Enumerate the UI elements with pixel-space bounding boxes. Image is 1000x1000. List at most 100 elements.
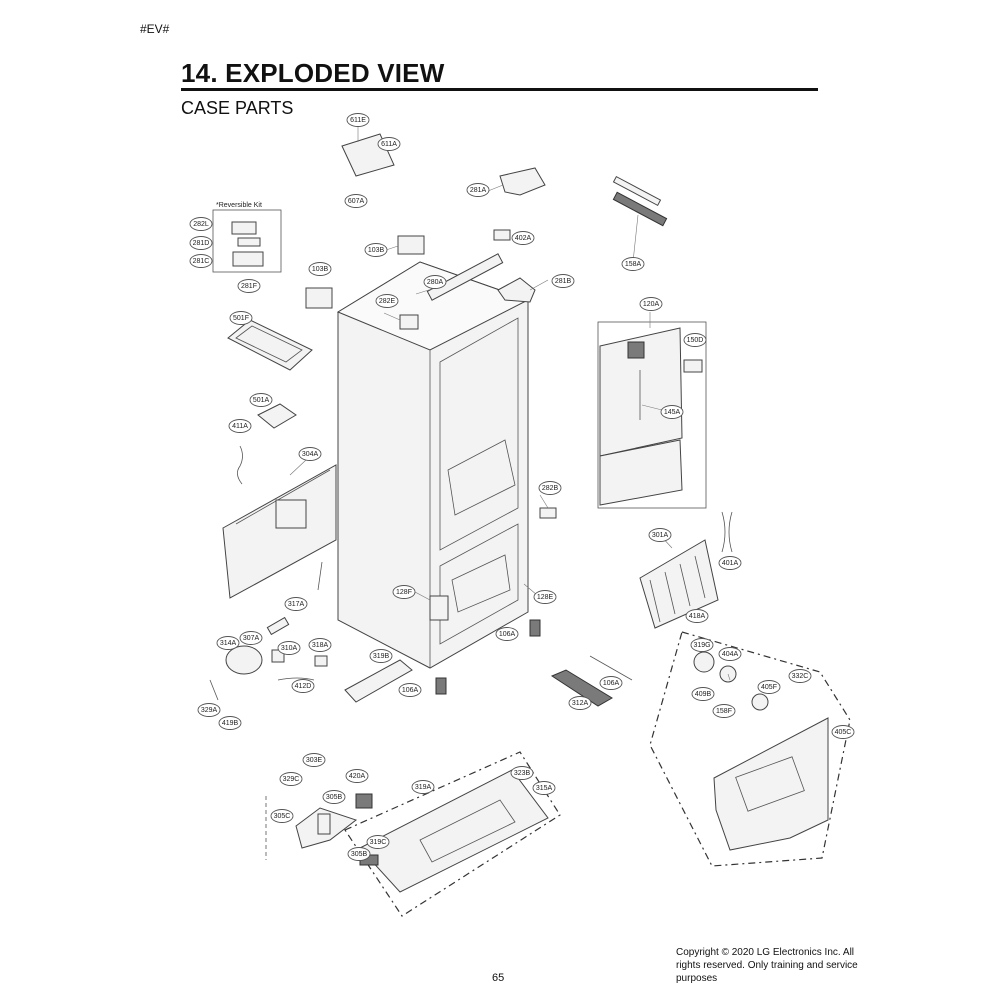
callout-bubble (466, 183, 490, 197)
callout-bubble (683, 333, 707, 347)
callout-label: 405C (835, 729, 852, 736)
callout-label: 282E (379, 298, 396, 305)
copyright-notice: Copyright © 2020 LG Electronics Inc. All… (676, 947, 858, 984)
part-callout-310a: 310A (277, 641, 301, 655)
part-callout-150d: 150D (683, 333, 707, 347)
callout-label: 501A (253, 397, 270, 404)
callout-bubble (510, 766, 534, 780)
part-callout-319b: 319B (369, 649, 393, 663)
part-callout-401a: 401A (718, 556, 742, 570)
rear-panel (597, 321, 707, 509)
callout-bubble (189, 217, 213, 231)
callout-bubble (346, 113, 370, 127)
callout-bubble (690, 638, 714, 652)
part-callout-501a: 501A (249, 393, 273, 407)
callout-bubble (788, 669, 812, 683)
evaporator-assembly (639, 511, 733, 629)
callout-bubble (532, 781, 556, 795)
callout-label: 611A (381, 141, 397, 148)
callout-label: 310A (281, 645, 298, 652)
callout-label: 280A (427, 279, 444, 286)
part-callout-607a: 607A (344, 194, 368, 208)
part-callout-314a: 314A (216, 636, 240, 650)
callout-bubble (345, 769, 369, 783)
callout-label: 314A (220, 640, 237, 647)
machine-compartment (649, 631, 851, 867)
callout-bubble (291, 679, 315, 693)
part-callout-281c: 281C (189, 254, 213, 268)
base-plate (265, 751, 561, 917)
part-callout-145a: 145A (660, 405, 684, 419)
callout-bubble (347, 847, 371, 861)
callout-label: 409B (695, 691, 712, 698)
part-callout-402a: 402A (511, 231, 535, 245)
part-callout-106a: 106A (599, 676, 623, 690)
callout-label: 329A (201, 707, 218, 714)
callout-bubble (237, 279, 261, 293)
part-callout-405c: 405C (831, 725, 855, 739)
part-callout-301a: 301A (648, 528, 672, 542)
callout-bubble (284, 597, 308, 611)
part-callout-319c: 319C (366, 835, 390, 849)
callout-bubble (398, 683, 422, 697)
part-callout-158f: 158F (712, 704, 736, 718)
callout-bubble (298, 447, 322, 461)
title-underline (181, 88, 818, 91)
callout-bubble (423, 275, 447, 289)
part-callout-158a: 158A (621, 257, 645, 271)
part-callout-411a: 411A (228, 419, 252, 433)
part-callout-106a: 106A (398, 683, 422, 697)
callout-bubble (228, 419, 252, 433)
callout-bubble (599, 676, 623, 690)
callout-label: 319G (693, 642, 710, 649)
callout-bubble (648, 528, 672, 542)
callout-label: 281C (193, 258, 210, 265)
callout-label: 319C (370, 839, 387, 846)
callout-label: 501F (233, 315, 249, 322)
callout-bubble (568, 696, 592, 710)
part-callout-281f: 281F (237, 279, 261, 293)
part-callout-128f: 128F (392, 585, 416, 599)
part-callout-304a: 304A (298, 447, 322, 461)
callout-label: 128E (537, 594, 554, 601)
reversible-kit (212, 209, 282, 273)
callout-label: 304A (302, 451, 319, 458)
callout-bubble (302, 753, 326, 767)
part-callout-319a: 319A (411, 780, 435, 794)
part-callout-305c: 305C (270, 809, 294, 823)
callout-bubble (685, 609, 709, 623)
page-number: 65 (492, 972, 505, 984)
part-callout-103b: 103B (308, 262, 332, 276)
part-callout-317a: 317A (284, 597, 308, 611)
callout-bubble (718, 647, 742, 661)
callout-label: 301A (652, 532, 669, 539)
callout-bubble (308, 262, 332, 276)
part-callout-303e: 303E (302, 753, 326, 767)
part-callout-305b: 305B (322, 790, 346, 804)
bottom-front-parts (344, 507, 633, 707)
callout-label: 307A (243, 635, 260, 642)
part-callout-305b: 305B (347, 847, 371, 861)
part-callout-611e: 611E (346, 113, 370, 127)
callout-label: 305C (274, 813, 291, 820)
callout-label: 282L (193, 221, 209, 228)
callout-label: 158F (716, 708, 732, 715)
callout-bubble (189, 236, 213, 250)
section-subtitle: CASE PARTS (181, 98, 294, 118)
callout-bubble (197, 703, 221, 717)
callout-label: 128F (396, 589, 412, 596)
callout-label: 103B (312, 266, 329, 273)
top-parts (305, 133, 668, 330)
part-callout-329c: 329C (279, 772, 303, 786)
page-title: 14. EXPLODED VIEW (181, 58, 445, 88)
callout-bubble (377, 137, 401, 151)
part-callout-319g: 319G (690, 638, 714, 652)
part-callout-329a: 329A (197, 703, 221, 717)
callout-label: 281B (555, 278, 572, 285)
left-parts (222, 319, 337, 599)
callout-bubble (691, 687, 715, 701)
leader-lines (289, 126, 731, 681)
part-callout-420a: 420A (345, 769, 369, 783)
callout-label: 332C (792, 673, 809, 680)
callout-label: 282B (542, 485, 559, 492)
